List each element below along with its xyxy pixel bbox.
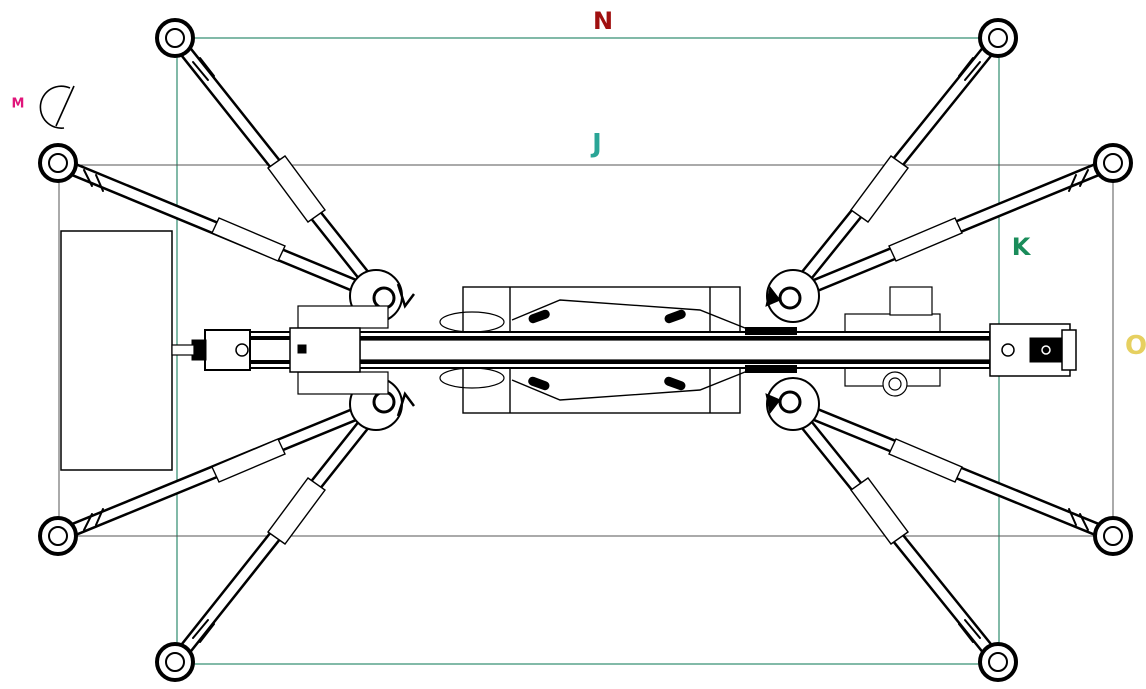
outriggers: [51, 31, 1120, 669]
boom: [171, 323, 1077, 377]
label-m: M: [11, 96, 25, 112]
label-k: K: [1011, 233, 1031, 261]
label-j: J: [592, 129, 602, 159]
turret: [297, 286, 941, 397]
outrigger-feet: [38, 18, 1133, 682]
inner-frame-j: [58, 164, 1114, 537]
chassis: [462, 286, 751, 414]
basket-platform: [60, 230, 173, 471]
rotation-arrow-icon: [39, 85, 75, 129]
label-o: O: [1124, 331, 1146, 361]
label-n: N: [592, 7, 614, 35]
